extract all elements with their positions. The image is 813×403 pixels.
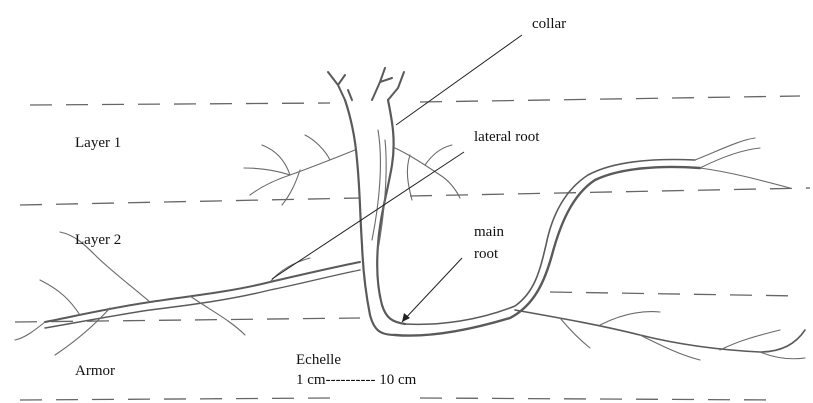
main-root-pointer [402, 258, 462, 322]
stem-branches [328, 68, 404, 100]
collar-label: collar [532, 16, 566, 32]
layer-boundary-top [30, 96, 800, 105]
layer-boundary-middle [20, 188, 810, 205]
lateral-fine-roots [15, 232, 310, 355]
collar-stem-right-edge [377, 100, 405, 324]
lower-right-branch [515, 310, 805, 352]
main-root-upper-tail [695, 138, 790, 188]
root-system [15, 68, 805, 360]
armor-label: Armor [75, 363, 115, 379]
main-root-edge [405, 160, 695, 325]
layer-boundary-base [20, 398, 780, 400]
lateral-root-label: lateral root [474, 129, 540, 145]
layer2-label: Layer 2 [75, 232, 121, 248]
main-root-label-line1: main [474, 224, 504, 240]
main-root [395, 167, 700, 336]
main-root-label-line2: root [474, 246, 499, 262]
lower-right-fine-roots [560, 312, 805, 360]
scale-text: 1 cm---------- 10 cm [296, 372, 417, 388]
layer1-label: Layer 1 [75, 135, 121, 151]
lateral-root [45, 262, 360, 322]
collar-pointer [396, 35, 522, 125]
collar-stem [345, 100, 395, 335]
soil-layer-boundaries [15, 96, 810, 400]
scale-title: Echelle [296, 352, 341, 368]
pointer-lines [272, 35, 522, 322]
upper-left-fine-roots [244, 135, 355, 205]
